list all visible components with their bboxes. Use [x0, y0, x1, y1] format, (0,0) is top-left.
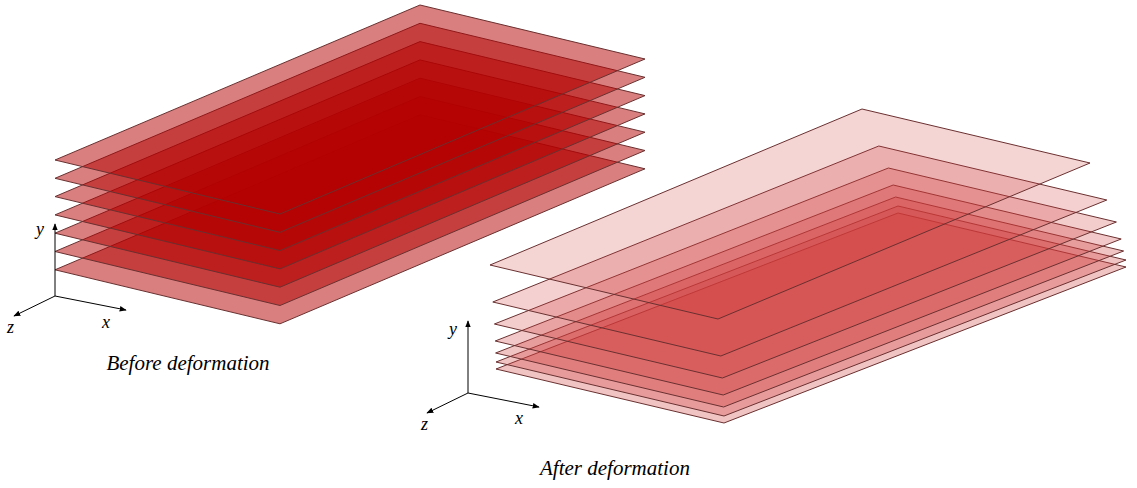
axis-label: z [421, 415, 428, 433]
axes-after [427, 321, 539, 413]
sheet-before [55, 5, 645, 214]
axis-label: y [449, 320, 457, 338]
axis-label: x [515, 409, 523, 427]
sheet-after [490, 109, 1090, 319]
axis-label: z [7, 318, 14, 336]
axis-label: x [102, 313, 110, 331]
caption-label: Before deformation [106, 353, 269, 374]
axis-label: y [36, 220, 44, 238]
axes-before [14, 224, 126, 316]
caption-label: After deformation [540, 458, 690, 479]
